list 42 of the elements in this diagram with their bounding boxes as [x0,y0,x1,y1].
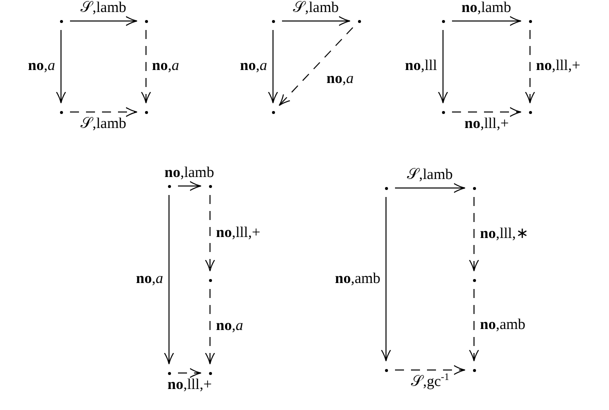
point-dot [472,186,476,190]
edge-label: no,lamb [164,166,214,181]
edge-label: no,amb [480,318,526,332]
edge-label: no,lll [405,59,438,74]
point-dot [472,278,476,282]
point-dot [208,278,212,282]
edge-label: 𝒮,lamb [293,1,339,16]
edge-label: no,lll,+ [216,226,260,240]
point-dot [528,110,532,114]
edge-label: no,lll,+ [168,378,212,393]
point-dot [208,184,212,188]
point-dot [208,372,212,374]
point-dot [168,372,170,374]
edge-label: no,lll,+ [536,59,580,74]
edge-label: no,lll,∗ [480,226,529,242]
point-dot [60,110,62,114]
point-dot [442,110,444,114]
edge-label: 𝒮,lamb [80,1,126,16]
point-dot [384,368,388,372]
edge-label: 𝒮,lamb [407,168,453,183]
edge-label: no,lll,+ [464,117,509,132]
edge-label: 𝒮,lamb [80,117,126,132]
point-dot [168,184,170,188]
edge-label: 𝒮,gc$^{-1}$ [411,375,450,390]
edge-label: no,a [240,59,268,74]
point-dot [528,20,532,22]
point-dot [358,20,360,22]
point-dot [442,20,444,22]
point-dot [384,186,388,190]
point-dot [472,368,476,372]
edge-label: no,a [216,319,244,334]
point-dot [60,20,62,22]
edge-label: no,a [326,72,354,86]
edge-label: no,lamb [462,1,512,16]
point-dot [144,20,148,22]
edge-label: no,a [28,59,56,74]
edge-label: no,a [152,59,180,74]
point-dot [144,110,148,114]
edge-label: no,a [136,272,164,287]
point-dot [272,110,274,114]
point-dot [272,20,274,22]
edge-label: no,amb [335,272,380,286]
